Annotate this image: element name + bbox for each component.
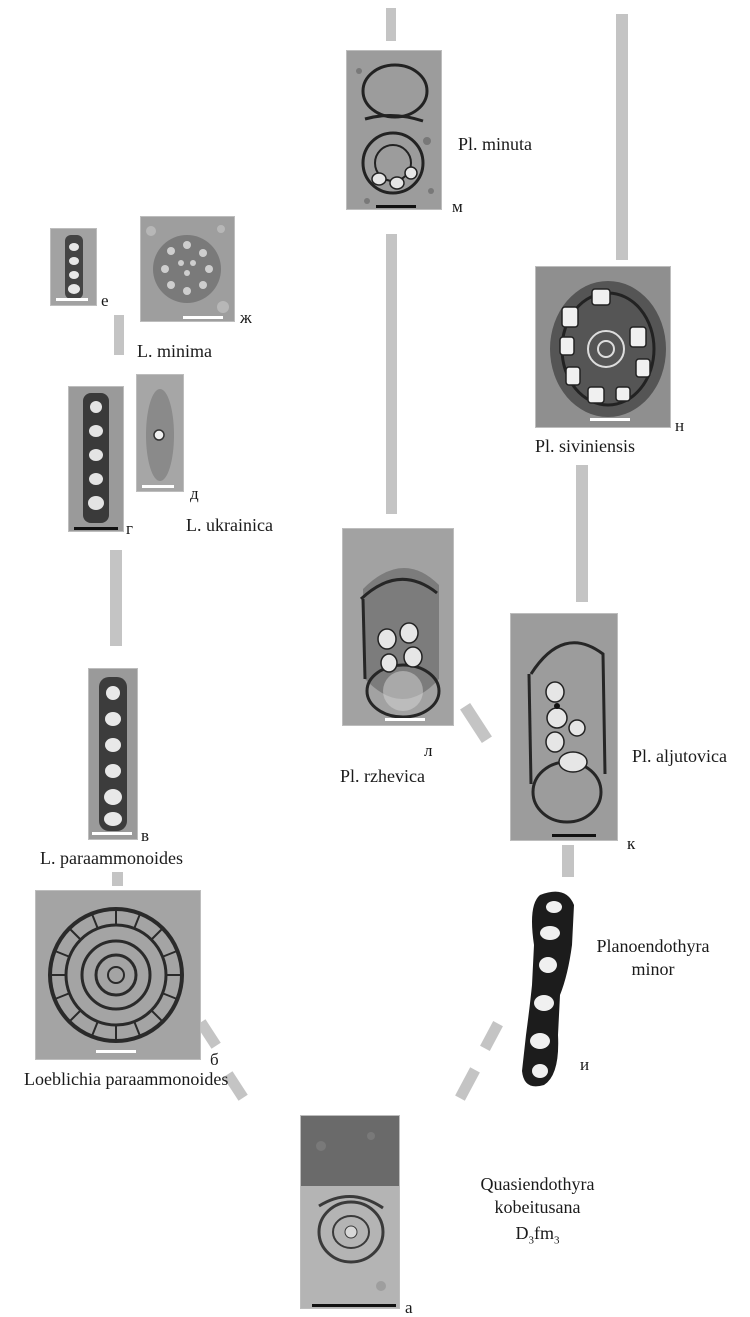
specimen-name-a-line1: Quasiendothyra <box>465 1173 610 1196</box>
connector-e-g <box>114 315 124 355</box>
specimen-letter-k: к <box>627 835 635 852</box>
specimen-letter-v: в <box>141 827 149 844</box>
scale-bar-v <box>92 832 132 835</box>
scale-bar-k <box>552 834 596 837</box>
scale-bar-l <box>385 718 425 721</box>
scale-bar-b <box>96 1050 136 1053</box>
specimen-letter-m: м <box>452 198 463 215</box>
specimen-name-a: Quasiendothyra kobeitusana D3fm3 <box>465 1173 610 1248</box>
scale-bar-e <box>56 298 88 301</box>
specimen-photo-g <box>68 386 124 532</box>
specimen-name-zh: L. minima <box>137 340 212 363</box>
connector-n-top <box>616 14 628 260</box>
connector-i-a-2 <box>455 1067 480 1100</box>
connector-g-v <box>110 550 122 646</box>
connector-v-b <box>112 872 123 886</box>
scale-bar-n <box>590 418 630 421</box>
specimen-photo-b <box>35 890 201 1060</box>
specimen-letter-a: а <box>405 1299 413 1316</box>
specimen-letter-e: е <box>101 292 109 309</box>
specimen-name-i-line2: minor <box>588 958 718 981</box>
specimen-photo-v <box>88 668 138 840</box>
specimen-name-k: Pl. aljutovica <box>632 745 727 768</box>
specimen-letter-i: и <box>580 1056 589 1073</box>
connector-i-a-1 <box>480 1021 503 1051</box>
specimen-letter-n: н <box>675 417 684 434</box>
connector-k-i <box>562 845 574 877</box>
stratigraphy-stage: fm <box>534 1223 554 1243</box>
specimen-photo-i <box>510 885 588 1095</box>
specimen-name-a-line2: kobeitusana <box>465 1196 610 1219</box>
specimen-letter-b: б <box>210 1051 219 1068</box>
specimen-name-m: Pl. minuta <box>458 133 532 156</box>
specimen-name-v: L. paraammonoides <box>40 847 183 870</box>
scale-bar-zh <box>183 316 223 319</box>
stratigraphy-system: D <box>516 1223 529 1243</box>
specimen-photo-d <box>136 374 184 492</box>
specimen-photo-a <box>300 1115 400 1309</box>
specimen-photo-n <box>535 266 671 428</box>
connector-m-top <box>386 8 396 41</box>
specimen-photo-m <box>346 50 442 210</box>
specimen-name-n: Pl. siviniensis <box>535 435 635 458</box>
connector-m-l <box>386 234 397 514</box>
specimen-letter-g: г <box>126 520 133 537</box>
scale-bar-d <box>142 485 174 488</box>
specimen-name-l: Pl. rzhevica <box>340 765 425 788</box>
specimen-letter-l: л <box>424 742 432 759</box>
specimen-photo-e <box>50 228 97 306</box>
specimen-name-b: Loeblichia paraammonoides <box>24 1068 228 1091</box>
specimen-letter-zh: ж <box>240 309 252 326</box>
specimen-name-i: Planoendothyra minor <box>588 935 718 980</box>
scale-bar-a <box>312 1304 396 1307</box>
specimen-name-d: L. ukrainica <box>186 514 273 537</box>
connector-l-k <box>460 703 492 743</box>
stratigraphy-label: D3fm3 <box>465 1222 610 1248</box>
specimen-photo-k <box>510 613 618 841</box>
stratigraphy-substage: 3 <box>554 1235 560 1247</box>
specimen-name-i-line1: Planoendothyra <box>588 935 718 958</box>
specimen-photo-zh <box>140 216 235 322</box>
scale-bar-g <box>74 527 118 530</box>
connector-n-k <box>576 465 588 602</box>
scale-bar-m <box>376 205 416 208</box>
specimen-photo-l <box>342 528 454 726</box>
specimen-letter-d: д <box>190 485 199 502</box>
